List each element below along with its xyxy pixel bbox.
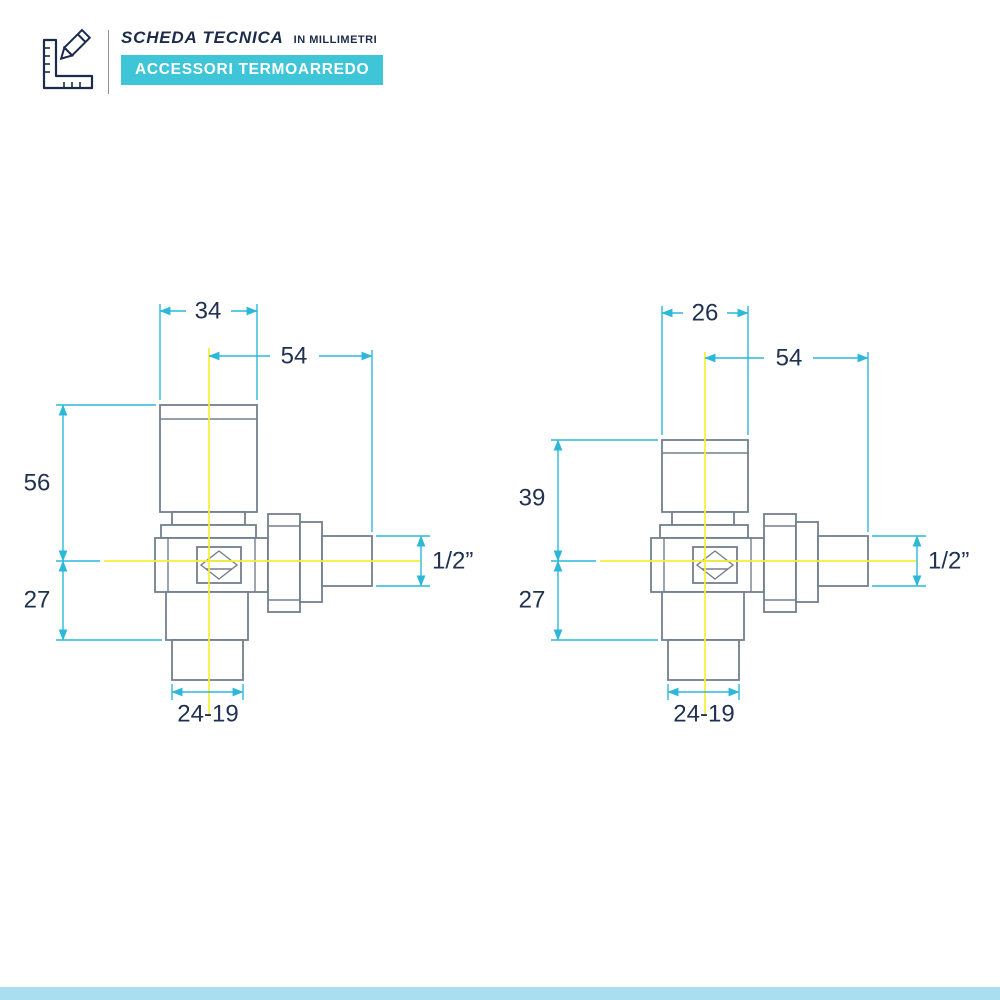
- dim-height-upper-label: 39: [519, 485, 546, 512]
- footer-strip: [0, 987, 1000, 1000]
- valve-right-union-nut: [763, 513, 797, 613]
- valve-left-bottom-nut: [165, 591, 249, 641]
- centerlines: [104, 348, 916, 714]
- dim-top-width-label: 26: [692, 300, 719, 327]
- valve-right-tail: [667, 639, 740, 681]
- valve-left-drawing: [154, 404, 373, 681]
- dim-reach-label: 54: [281, 343, 308, 370]
- pencil-ruler-icon: [36, 28, 100, 96]
- page-title: SCHEDA TECNICA: [121, 28, 284, 47]
- valve-left-brand-plate: [196, 546, 242, 584]
- dim-height-upper-label: 56: [24, 470, 51, 497]
- valve-right-bonnet: [671, 511, 735, 526]
- valve-right-bottom-nut: [661, 591, 745, 641]
- dim-reach-label: 54: [776, 345, 803, 372]
- header: SCHEDA TECNICA IN MILLIMETRI ACCESSORI T…: [36, 28, 384, 96]
- dim-height-lower-label: 27: [24, 587, 51, 614]
- valve-right-brand-plate: [692, 546, 738, 584]
- dim-thread-label: 1/2”: [432, 548, 473, 575]
- dim-height-lower-label: 27: [519, 587, 546, 614]
- valve-left-tail: [171, 639, 244, 681]
- header-text: SCHEDA TECNICA IN MILLIMETRI ACCESSORI T…: [121, 28, 384, 85]
- valve-left-dimensions: 34 54 56 27 24-19 1/2”: [24, 298, 474, 728]
- dim-top-width-label: 34: [195, 298, 222, 325]
- units-note: IN MILLIMETRI: [293, 34, 378, 46]
- dim-thread-label: 1/2”: [928, 548, 969, 575]
- category-badge: ACCESSORI TERMOARREDO: [121, 55, 384, 85]
- valve-right-drawing: [650, 439, 869, 681]
- valve-right-dimensions: 26 54 39 27 24-19 1/2”: [519, 300, 970, 728]
- header-divider: [108, 30, 109, 94]
- valve-left-union-nut: [267, 513, 301, 613]
- dim-tail-width-label: 24-19: [673, 701, 734, 728]
- dim-tail-width-label: 24-19: [177, 701, 238, 728]
